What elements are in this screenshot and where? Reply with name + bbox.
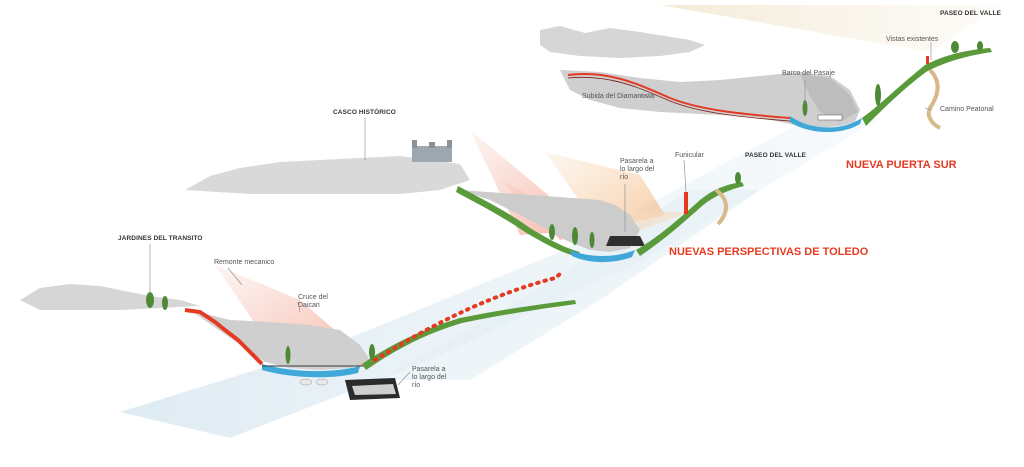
pasarela-mid-structure <box>606 236 645 246</box>
middle-river <box>570 250 635 263</box>
remonte-mecanico-path <box>184 308 264 366</box>
nuevas-perspectivas-title: NUEVAS PERSPECTIVAS DE TOLEDO <box>669 246 869 258</box>
top-section <box>540 5 1000 133</box>
funicular-label: Funicular <box>675 152 704 159</box>
middle-right-bank <box>636 182 744 256</box>
paseo-del-valle-top-label: PASEO DEL VALLE <box>940 10 1002 17</box>
alcazar-icon <box>412 140 452 162</box>
vistas-existentes-label: Vistas existentes <box>886 36 939 43</box>
lower-city-silhouette <box>20 284 200 310</box>
lower-section <box>20 265 576 400</box>
camino-peatonal-path <box>926 68 941 130</box>
subida-del-diamantista-path <box>567 73 791 119</box>
funicular-track <box>684 192 688 214</box>
casco-historico-label: CASCO HISTÓRICO <box>333 109 396 116</box>
remonte-mecanico-label: Remonte mecanico <box>214 259 275 266</box>
barco-del-pasaje-boat <box>817 114 843 121</box>
pasarela-low-structure <box>345 378 400 400</box>
barco-del-pasaje-label: Barco del Pasaje <box>782 70 835 77</box>
top-view-cone <box>660 5 1000 52</box>
leader-lines <box>149 42 933 386</box>
nueva-puerta-sur-title: NUEVA PUERTA SUR <box>846 159 957 171</box>
camino-peatonal-label: Camino Peatonal <box>940 106 994 113</box>
top-city-silhouette <box>540 26 705 58</box>
lower-terrain <box>190 310 370 370</box>
subida-del-diamantista-label: Subida del Diamantista <box>582 93 654 100</box>
middle-city-silhouette <box>185 156 470 194</box>
middle-camino-path <box>714 188 728 226</box>
pasarela-mid-label: Pasarela a lo largo del río <box>620 158 655 182</box>
middle-left-bank <box>456 186 580 256</box>
orange-view-cone <box>545 152 665 230</box>
middle-section <box>185 130 744 263</box>
middle-terrain <box>460 190 640 252</box>
jardines-del-transito-label: JARDINES DEL TRANSITO <box>118 235 203 242</box>
top-river <box>790 116 862 133</box>
paseo-del-valle-mid-label: PASEO DEL VALLE <box>745 152 807 159</box>
lower-right-bank <box>362 300 576 370</box>
cruce-del-daican-label: Cruce del Daican <box>298 294 328 310</box>
pasarela-low-label: Pasarela a lo largo del río <box>412 366 447 390</box>
lower-river <box>262 364 360 378</box>
red-dotted-connector <box>373 272 562 362</box>
